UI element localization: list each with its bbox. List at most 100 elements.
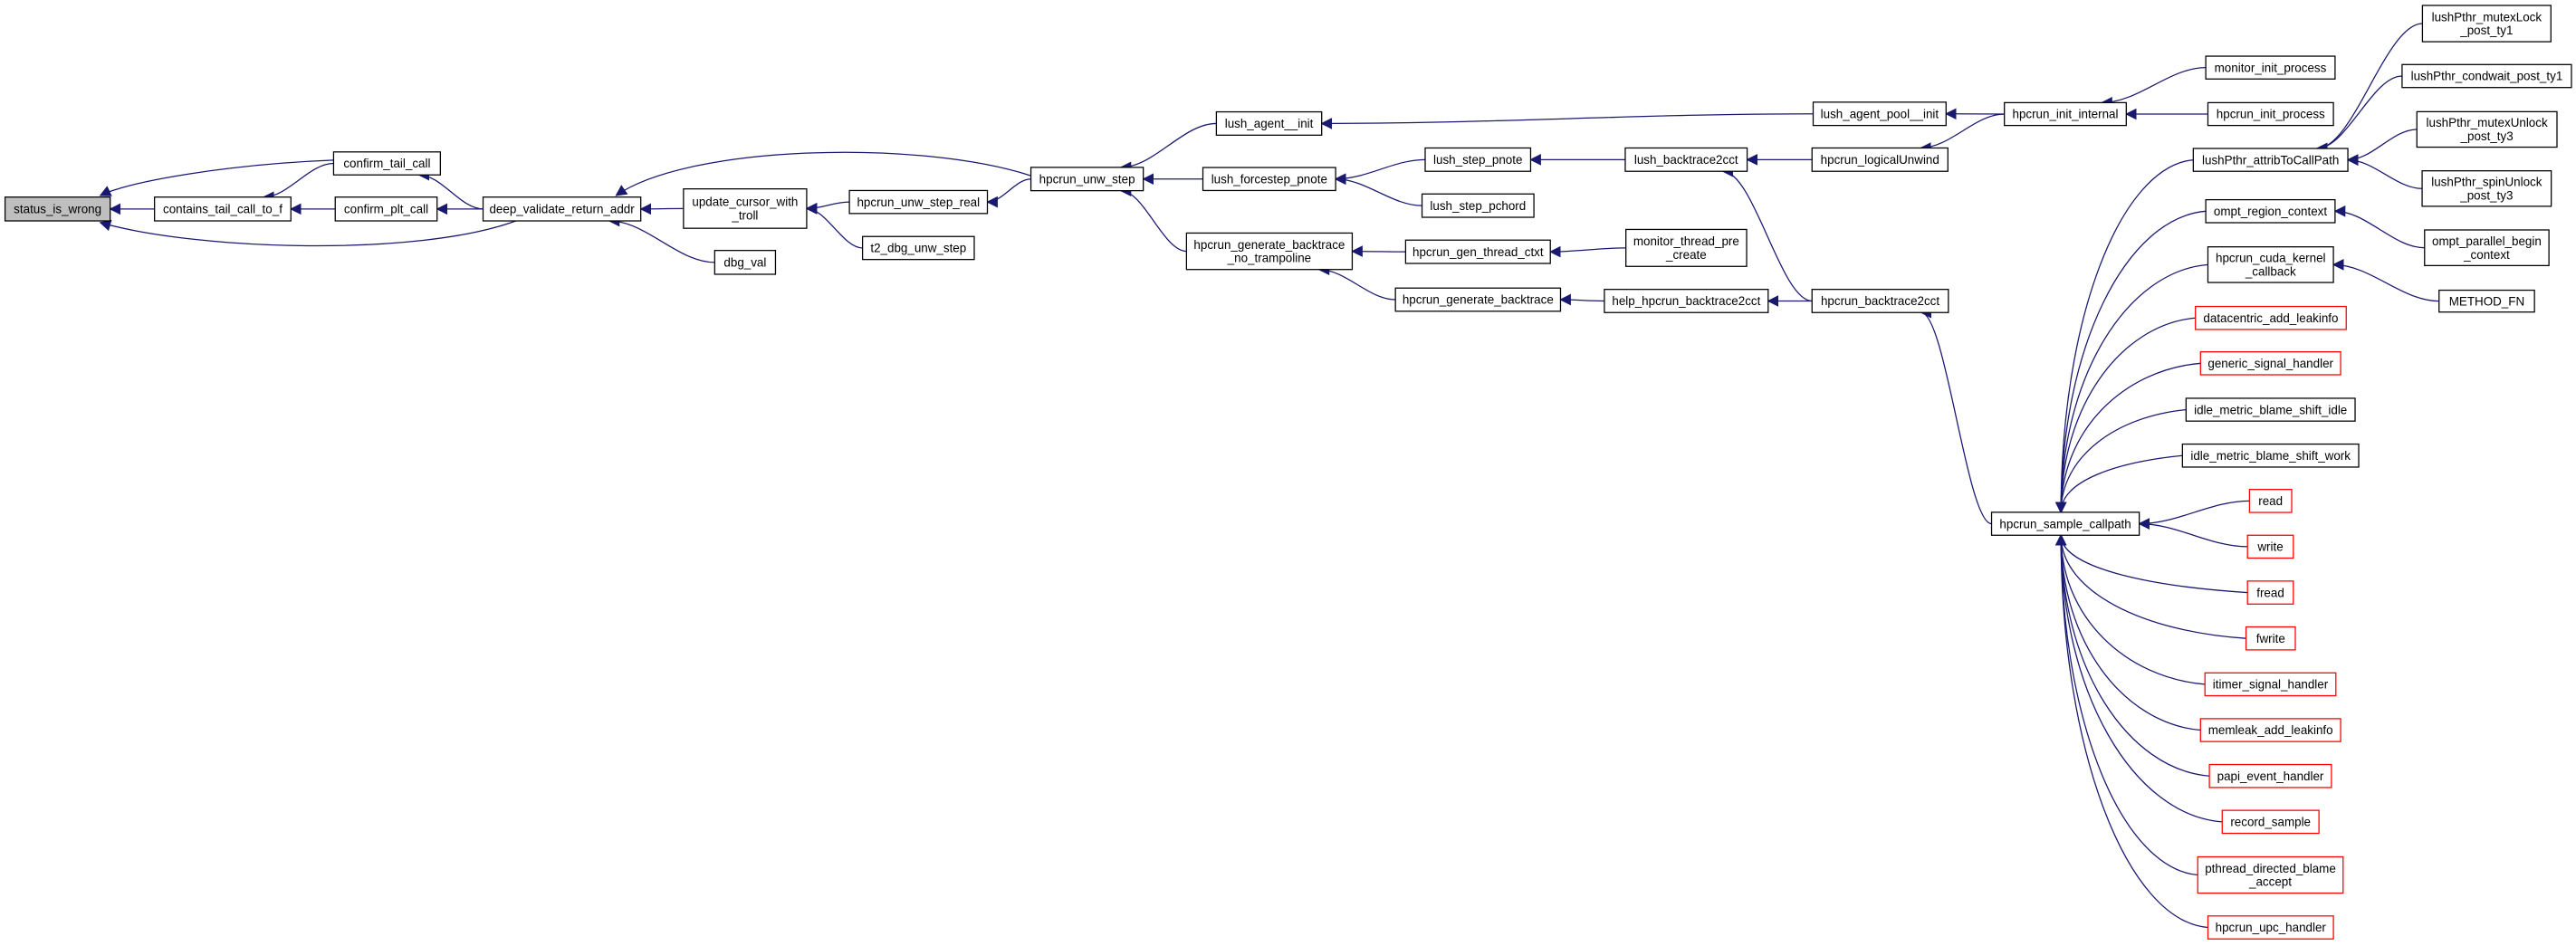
node-read[interactable]: read — [2248, 489, 2293, 513]
node-hpcrun_cuda_kernel_callback[interactable]: hpcrun_cuda_kernel_callback — [2207, 246, 2334, 283]
node-hpcrun_backtrace2cct[interactable]: hpcrun_backtrace2cct — [1811, 289, 1949, 313]
node-box — [2248, 489, 2293, 513]
node-box — [332, 151, 441, 176]
node-box — [1394, 287, 1562, 312]
node-box — [2246, 534, 2294, 559]
node-hpcrun_unw_step[interactable]: hpcrun_unw_step — [1029, 167, 1144, 192]
node-label: monitor_init_process — [2215, 61, 2327, 74]
node-label: lush_step_pnote — [1433, 153, 1522, 167]
edge-METHOD_FN-to-hpcrun_cuda_kernel_callback — [2332, 259, 2439, 302]
node-generic_signal_handler[interactable]: generic_signal_handler — [2199, 350, 2341, 376]
node-lush_agent_pool__init[interactable]: lush_agent_pool__init — [1812, 101, 1947, 127]
node-confirm_tail_call[interactable]: confirm_tail_call — [332, 151, 441, 176]
node-label: lush_forcestep_pnote — [1211, 172, 1327, 186]
node-box — [334, 196, 438, 222]
node-idle_metric_blame_shift_idle[interactable]: idle_metric_blame_shift_idle — [2185, 397, 2356, 422]
node-hpcrun_generate_backtrace_no_trampoline[interactable]: hpcrun_generate_backtrace_no_trampoline — [1185, 232, 1354, 271]
node-label: _troll — [731, 209, 758, 223]
node-help_hpcrun_backtrace2cct[interactable]: help_hpcrun_backtrace2cct — [1604, 289, 1769, 313]
node-lushPthr_mutexLock_post_ty1[interactable]: lushPthr_mutexLock_post_ty1 — [2421, 5, 2552, 43]
node-pthread_directed_blame_accept[interactable]: pthread_directed_blame_accept — [2197, 855, 2344, 894]
node-label: help_hpcrun_backtrace2cct — [1612, 294, 1760, 308]
node-box — [482, 196, 642, 222]
node-label: _create — [1665, 248, 1707, 262]
node-label: METHOD_FN — [2449, 294, 2524, 308]
node-label: dbg_val — [723, 256, 766, 270]
node-hpcrun_init_internal[interactable]: hpcrun_init_internal — [2004, 101, 2127, 127]
node-datacentric_add_leakinfo[interactable]: datacentric_add_leakinfo — [2195, 305, 2347, 330]
node-label: hpcrun_upc_handler — [2216, 921, 2327, 934]
edge-lushPthr_mutexLock_post_ty1-to-lushPthr_attribToCallPath — [2315, 23, 2423, 155]
node-box — [1215, 110, 1323, 136]
node-box — [2221, 809, 2320, 835]
node-box — [2245, 626, 2296, 651]
node-hpcrun_init_process[interactable]: hpcrun_init_process — [2207, 101, 2334, 127]
node-lushPthr_spinUnlock_post_ty3[interactable]: lushPthr_spinUnlock_post_ty3 — [2421, 170, 2552, 207]
node-label: deep_validate_return_addr — [489, 203, 635, 216]
node-box — [1624, 147, 1748, 172]
node-label: _post_ty3 — [2459, 188, 2513, 202]
node-fread[interactable]: fread — [2246, 580, 2294, 605]
edge-help_hpcrun_backtrace2cct-to-hpcrun_generate_backtrace — [1559, 293, 1604, 306]
node-contains_tail_call_to_f[interactable]: contains_tail_call_to_f — [154, 196, 292, 222]
node-idle_metric_blame_shift_work[interactable]: idle_metric_blame_shift_work — [2181, 443, 2360, 468]
node-record_sample[interactable]: record_sample — [2221, 809, 2320, 835]
node-write[interactable]: write — [2246, 534, 2294, 559]
node-label: _accept — [2248, 875, 2292, 889]
node-ompt_parallel_begin_context[interactable]: ompt_parallel_begin_context — [2424, 229, 2550, 266]
node-monitor_init_process[interactable]: monitor_init_process — [2205, 55, 2336, 80]
node-ompt_region_context[interactable]: ompt_region_context — [2205, 198, 2336, 224]
node-box — [1424, 147, 1532, 172]
node-itimer_signal_handler[interactable]: itimer_signal_handler — [2204, 672, 2337, 697]
node-lush_step_pnote[interactable]: lush_step_pnote — [1424, 147, 1532, 172]
node-label: _post_ty1 — [2459, 24, 2513, 37]
node-box — [2421, 170, 2552, 207]
node-monitor_thread_pre_create[interactable]: monitor_thread_pre_create — [1625, 228, 1748, 267]
edge-lushPthr_mutexUnlock_post_ty3-to-lushPthr_attribToCallPath — [2346, 129, 2418, 166]
node-t2_dbg_unw_step[interactable]: t2_dbg_unw_step — [861, 235, 975, 261]
node-lush_forcestep_pnote[interactable]: lush_forcestep_pnote — [1202, 167, 1336, 192]
node-lush_step_pchord[interactable]: lush_step_pchord — [1421, 193, 1535, 218]
edge-read-to-hpcrun_sample_callpath — [2138, 500, 2250, 530]
node-hpcrun_gen_thread_ctxt[interactable]: hpcrun_gen_thread_ctxt — [1404, 239, 1551, 264]
node-lush_agent__init[interactable]: lush_agent__init — [1215, 110, 1323, 136]
edge-monitor_init_process-to-hpcrun_init_internal — [2101, 67, 2207, 109]
node-dbg_val[interactable]: dbg_val — [713, 250, 777, 275]
node-memleak_add_leakinfo[interactable]: memleak_add_leakinfo — [2199, 718, 2341, 742]
node-label: monitor_thread_pre — [1633, 234, 1739, 248]
node-label: hpcrun_unw_step — [1039, 172, 1135, 186]
node-label: idle_metric_blame_shift_idle — [2194, 403, 2347, 416]
node-lushPthr_condwait_post_ty1[interactable]: lushPthr_condwait_post_ty1 — [2401, 63, 2572, 89]
node-deep_validate_return_addr[interactable]: deep_validate_return_addr — [482, 196, 642, 222]
edge-lush_agent_pool__init-to-lush_agent__init — [1320, 113, 1814, 129]
node-label: lush_step_pchord — [1430, 199, 1526, 213]
node-METHOD_FN[interactable]: METHOD_FN — [2438, 289, 2535, 313]
node-label: hpcrun_init_process — [2217, 108, 2325, 121]
node-box — [2185, 397, 2356, 422]
node-box — [1811, 147, 1949, 172]
edge-record_sample-to-hpcrun_sample_callpath — [2054, 533, 2223, 823]
node-hpcrun_upc_handler[interactable]: hpcrun_upc_handler — [2207, 915, 2334, 940]
edge-itimer_signal_handler-to-hpcrun_sample_callpath — [2054, 533, 2206, 685]
edge-fwrite-to-hpcrun_sample_callpath — [2054, 533, 2246, 639]
node-label: hpcrun_generate_backtrace — [1403, 293, 1554, 307]
node-hpcrun_logicalUnwind[interactable]: hpcrun_logicalUnwind — [1811, 147, 1949, 172]
node-papi_event_handler[interactable]: papi_event_handler — [2208, 763, 2332, 788]
node-lushPthr_mutexUnlock_post_ty3[interactable]: lushPthr_mutexUnlock_post_ty3 — [2416, 110, 2558, 148]
node-box — [2205, 198, 2336, 224]
edge-hpcrun_sample_callpath-to-hpcrun_backtrace2cct — [1920, 306, 1992, 525]
node-fwrite[interactable]: fwrite — [2245, 626, 2296, 651]
node-status_is_wrong[interactable]: status_is_wrong — [4, 196, 111, 222]
node-lushPthr_attribToCallPath[interactable]: lushPthr_attribToCallPath — [2192, 148, 2349, 172]
edge-monitor_thread_pre_create-to-hpcrun_gen_thread_ctxt — [1548, 245, 1626, 258]
node-hpcrun_sample_callpath[interactable]: hpcrun_sample_callpath — [1990, 511, 2140, 536]
node-confirm_plt_call[interactable]: confirm_plt_call — [334, 196, 438, 222]
edge-fread-to-hpcrun_sample_callpath — [2054, 533, 2248, 594]
node-label: status_is_wrong — [14, 203, 101, 216]
node-update_cursor_with_troll[interactable]: update_cursor_with_troll — [683, 188, 808, 229]
node-hpcrun_unw_step_real[interactable]: hpcrun_unw_step_real — [848, 189, 989, 215]
node-box — [2181, 443, 2360, 468]
node-lush_backtrace2cct[interactable]: lush_backtrace2cct — [1624, 147, 1748, 172]
node-hpcrun_generate_backtrace[interactable]: hpcrun_generate_backtrace — [1394, 287, 1562, 312]
